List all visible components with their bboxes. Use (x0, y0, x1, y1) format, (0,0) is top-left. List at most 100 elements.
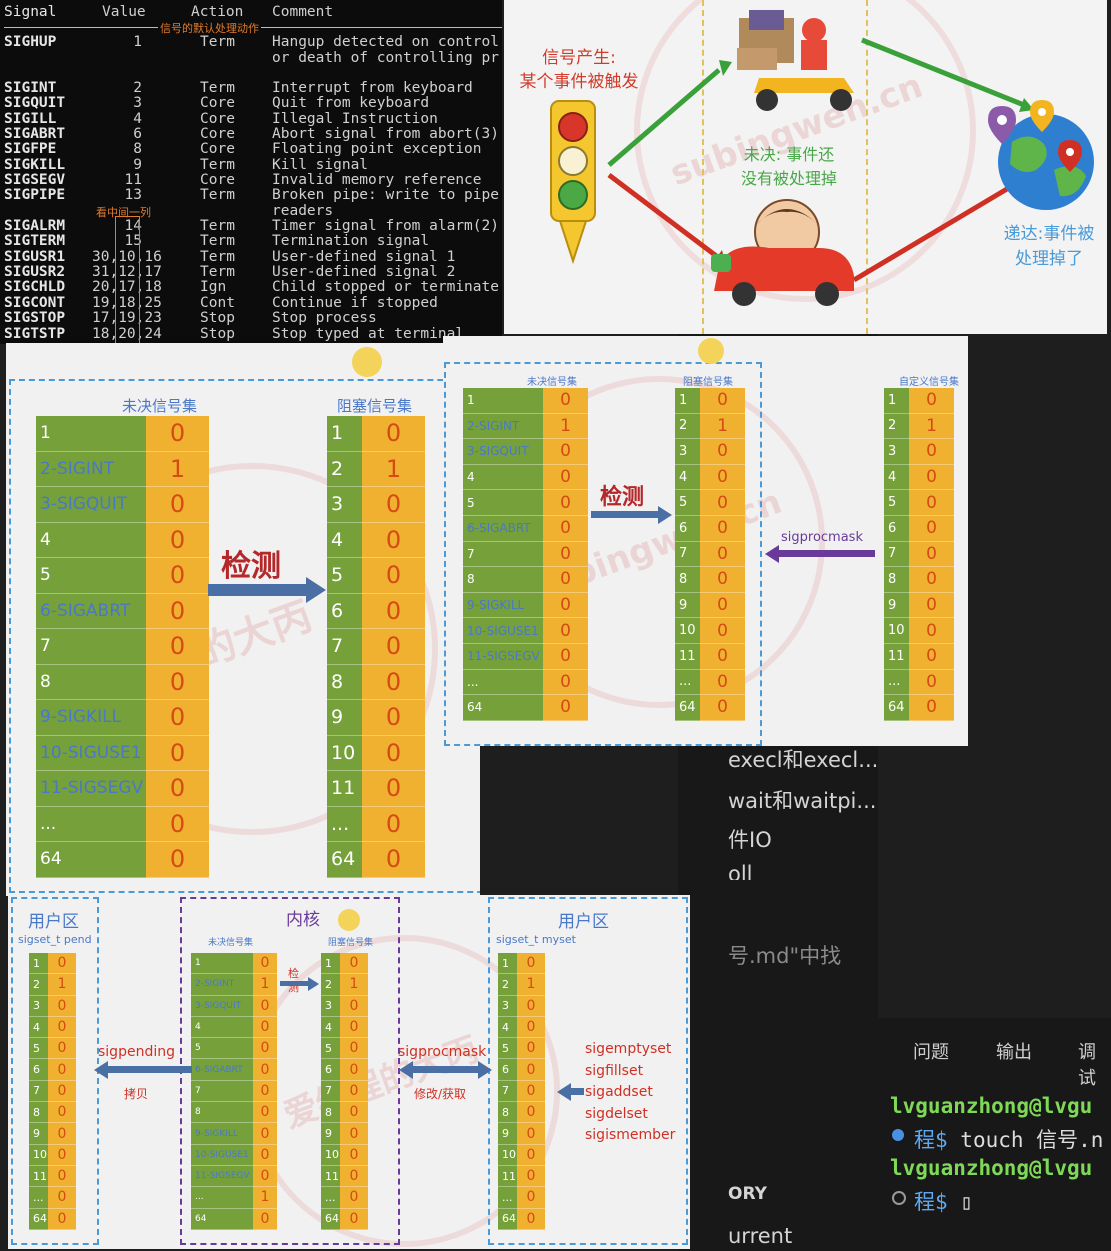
signal-slot-label: ... (675, 669, 700, 696)
signal-slot-bit: 0 (543, 618, 588, 644)
sigprocmask-label: sigprocmask (398, 1044, 487, 1060)
file-tree-item[interactable]: oll (728, 862, 753, 880)
signal-slot-bit: 0 (340, 1059, 368, 1081)
signal-set-api-panel: 爱编程的大丙 用户区 sigset_t pend 内核 未决信号集 阻塞信号集 … (8, 895, 690, 1249)
user-space-left-sub: sigset_t pend (18, 933, 92, 946)
signal-slot-bit: 1 (253, 1187, 277, 1209)
signal-name: SIGFPE (4, 141, 57, 157)
signal-slot-label: 10 (321, 1144, 340, 1166)
tab-problems[interactable]: 问题 (913, 1042, 949, 1063)
signal-name: SIGHUP (4, 34, 57, 50)
signal-comment: User-defined signal 2 (272, 264, 456, 280)
signal-slot-label: 10-SIGUSE1 (463, 618, 543, 644)
signal-slot-bit: 0 (253, 1208, 277, 1230)
signal-value: 4 (133, 111, 142, 127)
signal-slot-label: 64 (884, 695, 909, 721)
signal-slot-label: 9-SIGKILL (463, 592, 543, 619)
signal-slot-label: 11 (321, 1165, 340, 1188)
signal-slot-bit: 0 (700, 439, 745, 465)
signal-name: SIGALRM (4, 218, 66, 234)
signal-slot-bit: 0 (340, 1080, 368, 1103)
signal-slot-bit: 0 (146, 842, 209, 878)
signal-slot-label: 4 (29, 1016, 48, 1039)
signal-slot-bit: 0 (48, 1187, 76, 1209)
signal-slot-label: 6 (321, 1059, 340, 1081)
terminal-prompt: 程$ (914, 1190, 948, 1214)
signal-comment: Continue if stopped (272, 295, 438, 311)
signal-slot-bit: 0 (362, 629, 425, 665)
signal-comment: Quit from keyboard (272, 95, 430, 111)
signal-slot-label: 64 (498, 1208, 517, 1230)
signal-slot-label: 64 (191, 1208, 253, 1230)
signal-value: 15 (124, 233, 142, 249)
signal-slot-label: 1 (327, 416, 362, 452)
signal-slot-bit: 0 (253, 995, 277, 1017)
signal-name: SIGUSR2 (4, 264, 66, 280)
signal-action: Term (200, 34, 235, 50)
tab-output[interactable]: 输出 (996, 1042, 1032, 1063)
blocked-set-title: 阻塞信号集 (337, 397, 413, 415)
signal-slot-bit: 0 (340, 1016, 368, 1039)
signal-action: Term (200, 218, 235, 234)
watermark-circle (634, 0, 976, 302)
signal-slot-bit: 0 (253, 1144, 277, 1166)
signal-set-detect-panel: 爱编程的大丙 未决信号集 阻塞信号集 102-SIGINT13-SIGQUIT0… (6, 343, 480, 896)
signal-slot-label: 1 (675, 388, 700, 414)
signal-slot-bit: 0 (700, 464, 745, 491)
signal-slot-bit: 0 (517, 1038, 545, 1060)
signal-slot-bit: 0 (340, 1208, 368, 1230)
signal-slot-label: 7 (675, 541, 700, 568)
signal-slot-label: 4 (498, 1016, 517, 1039)
signal-slot-bit: 1 (362, 451, 425, 487)
signal-slot-bit: 0 (253, 1165, 277, 1188)
signal-slot-bit: 0 (340, 1187, 368, 1209)
terminal-cursor[interactable]: ▯ (947, 1190, 973, 1214)
signal-slot-bit: 0 (146, 487, 209, 523)
signal-slot-label: 11 (29, 1165, 48, 1188)
command-pending-icon (892, 1191, 906, 1205)
signal-slot-label: 2 (675, 413, 700, 440)
file-tree-item[interactable]: wait和waitpi... (728, 789, 877, 813)
outline-section-title[interactable]: ORY (728, 1184, 767, 1204)
signal-slot-bit: 0 (48, 1080, 76, 1103)
terminal-input-line[interactable]: 程$ ▯ (914, 1186, 973, 1216)
signal-slot-label: 3 (29, 995, 48, 1017)
signal-slot-bit: 0 (48, 1165, 76, 1188)
signal-slot-bit: 0 (253, 1059, 277, 1081)
signal-slot-bit: 0 (146, 416, 209, 452)
signal-slot-label: 1 (321, 953, 340, 975)
signal-slot-label: 5 (321, 1038, 340, 1060)
signal-slot-bit: 0 (362, 416, 425, 452)
signal-slot-bit: 0 (700, 541, 745, 568)
signal-slot-label: ... (36, 806, 146, 842)
signal-slot-bit: 0 (48, 1144, 76, 1166)
signal-slot-label: ... (498, 1187, 517, 1209)
signal-slot-bit: 0 (700, 669, 745, 696)
signal-slot-label: 10 (498, 1144, 517, 1166)
signal-slot-bit: 0 (517, 1208, 545, 1230)
signal-value: 9 (133, 157, 142, 173)
terminal-line: lvguanzhong@lvgu (890, 1094, 1092, 1118)
file-tree-item[interactable]: 件IO (728, 828, 772, 852)
signal-slot-label: 2-SIGINT (191, 974, 253, 996)
signal-slot-label: 2 (327, 451, 362, 487)
signal-slot-label: 1 (463, 388, 543, 414)
signal-slot-label: 8 (29, 1102, 48, 1124)
signal-slot-bit: 0 (340, 1038, 368, 1060)
file-tree-item[interactable]: execl和execl... (728, 748, 879, 772)
signal-slot-bit: 0 (48, 1208, 76, 1230)
signal-slot-label: 3 (675, 439, 700, 465)
signal-slot-bit: 0 (253, 1016, 277, 1039)
signal-slot-bit: 0 (362, 842, 425, 878)
signal-slot-bit: 0 (362, 735, 425, 771)
signal-comment: Illegal Instruction (272, 111, 438, 127)
outline-item[interactable]: urrent (728, 1224, 793, 1248)
signal-slot-bit: 0 (146, 522, 209, 558)
middle-column-note: 看中间一列 (96, 206, 151, 219)
signal-action: Core (200, 95, 235, 111)
tab-debug[interactable]: 调试 (1078, 1042, 1096, 1089)
signal-slot-bit: 0 (517, 1016, 545, 1039)
signal-slot-label: 9 (498, 1123, 517, 1145)
